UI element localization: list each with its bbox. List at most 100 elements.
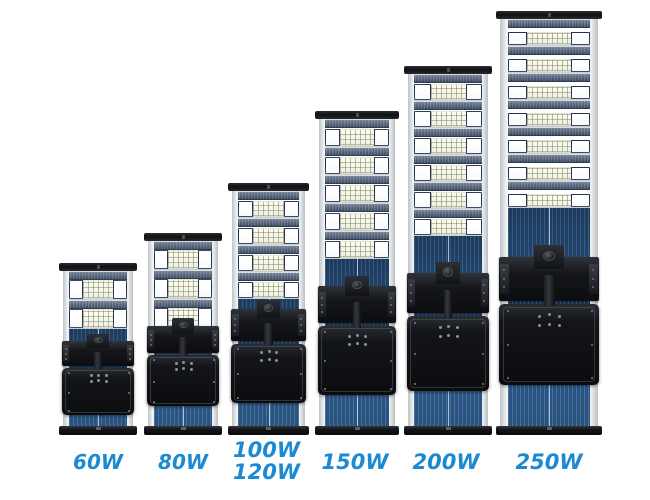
led-module [325, 119, 389, 147]
product-unit-150w [315, 111, 399, 435]
led-side-heatsink [465, 192, 482, 208]
led-heatsink-fins [507, 182, 591, 190]
pole-arm [543, 275, 555, 307]
led-side-heatsink [507, 112, 528, 126]
led-side-heatsink [284, 281, 300, 298]
led-side-heatsink [325, 212, 341, 230]
bracket-mount-plate [148, 330, 155, 349]
led-heatsink-fins [414, 156, 482, 164]
bracket-mount-plate [211, 330, 218, 349]
led-chip-array [527, 139, 571, 153]
bottom-end-cap [59, 426, 137, 435]
led-side-heatsink [237, 227, 253, 244]
led-chip-array [430, 84, 466, 100]
top-end-cap [144, 233, 222, 241]
led-side-heatsink [237, 200, 253, 217]
led-heatsink-fins [325, 120, 389, 128]
led-module [507, 46, 591, 73]
bracket-mount-plate [63, 345, 70, 363]
led-chip-array [527, 166, 571, 180]
led-side-heatsink [68, 280, 83, 299]
housing-bolt [153, 400, 156, 403]
housing-bolt [68, 410, 71, 413]
led-side-heatsink [570, 31, 591, 45]
led-side-heatsink [507, 58, 528, 72]
housing-bolt [237, 373, 240, 376]
led-side-heatsink [153, 250, 168, 269]
bottom-end-cap [144, 426, 222, 435]
housing-bolt [507, 344, 510, 347]
housing-bolt [590, 376, 593, 379]
terminal-block [437, 323, 459, 342]
housing-bolt [590, 310, 593, 313]
led-side-heatsink [570, 139, 591, 153]
led-heatsink-fins [414, 210, 482, 218]
led-side-heatsink [570, 112, 591, 126]
led-chip-array [340, 128, 374, 146]
led-side-heatsink [237, 254, 253, 271]
led-module [153, 270, 213, 299]
led-module [414, 74, 482, 101]
led-module [414, 182, 482, 209]
led-chip-array [527, 58, 571, 72]
motion-sensor-icon [435, 261, 461, 285]
led-module [414, 209, 482, 236]
led-heatsink-fins [325, 204, 389, 212]
led-heatsink-fins [414, 75, 482, 83]
housing-bolt [507, 376, 510, 379]
motion-sensor-icon [87, 333, 109, 349]
housing-bolt [413, 321, 416, 324]
led-chip-array [82, 309, 114, 328]
led-chip-array [340, 240, 374, 258]
bracket-mount-plate [589, 264, 598, 294]
led-chip-array [430, 138, 466, 154]
top-end-cap [404, 66, 492, 74]
led-chip-array [430, 192, 466, 208]
led-side-heatsink [465, 138, 482, 154]
led-module [507, 19, 591, 46]
led-heatsink-fins [237, 219, 300, 227]
led-side-heatsink [153, 308, 168, 327]
pole-arm [264, 322, 273, 346]
wattage-label-60w: 60W [73, 450, 123, 474]
led-module [68, 300, 128, 329]
bottom-end-cap [404, 426, 492, 435]
led-heatsink-fins [153, 242, 213, 251]
terminal-block [259, 350, 279, 366]
led-heatsink-fins [507, 155, 591, 163]
led-chip-array [430, 219, 466, 235]
bracket-mount-plate [408, 279, 416, 307]
led-heatsink-fins [507, 128, 591, 136]
led-side-heatsink [570, 166, 591, 180]
led-heatsink-fins [68, 272, 128, 281]
housing-bolt [212, 359, 215, 362]
led-chip-array [340, 184, 374, 202]
led-side-heatsink [507, 31, 528, 45]
battery-box [147, 355, 219, 406]
led-heatsink-fins [507, 101, 591, 109]
mounting-bracket [499, 244, 599, 307]
led-side-heatsink [507, 85, 528, 99]
led-heatsink-fins [325, 176, 389, 184]
housing-bolt [324, 388, 327, 391]
led-module [153, 241, 213, 270]
led-module [414, 128, 482, 155]
led-side-heatsink [284, 200, 300, 217]
housing-bolt [389, 360, 392, 363]
mounting-hardware [407, 261, 489, 392]
led-module [68, 271, 128, 300]
led-side-heatsink [414, 219, 431, 235]
led-module [507, 154, 591, 181]
terminal-block [347, 333, 368, 351]
housing-bolt [127, 391, 130, 394]
motion-sensor-icon [257, 299, 280, 319]
led-side-heatsink [373, 212, 389, 230]
battery-box [499, 303, 599, 386]
led-chip-array [167, 279, 199, 298]
led-side-heatsink [198, 308, 213, 327]
terminal-block [536, 312, 562, 333]
led-side-heatsink [507, 166, 528, 180]
housing-bolt [212, 400, 215, 403]
bottom-end-cap [496, 426, 602, 435]
pole-arm [443, 289, 453, 319]
